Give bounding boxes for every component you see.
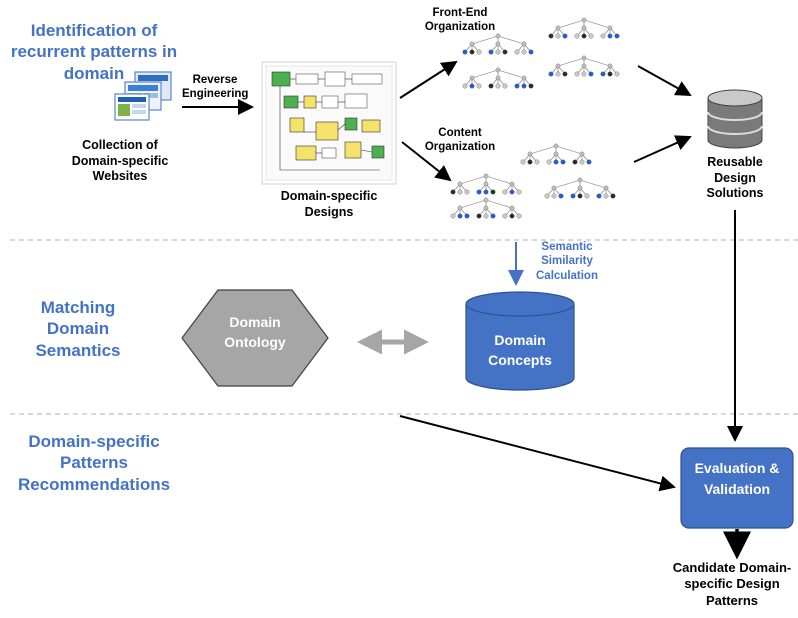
evaluation-box — [680, 447, 794, 529]
front-end-label: Front-End Organization — [424, 7, 496, 34]
reverse-engineering-label: Reverse Engineering — [182, 74, 249, 101]
designs-to-frontend-arrow — [399, 60, 458, 99]
domain-ontology-label: Domain Ontology — [224, 314, 286, 351]
section-identification: Identification of recurrent patterns in … — [10, 21, 178, 83]
tree-thumbnail — [520, 143, 592, 165]
content-organization-label: Content Organization — [424, 127, 496, 154]
tree-thumbnail — [462, 67, 534, 89]
section-matching: Matching Domain Semantics — [35, 298, 121, 360]
content-to-db-arrow — [633, 135, 692, 163]
tree-diagrams — [450, 17, 620, 219]
websites-icon — [114, 71, 172, 121]
frontend-to-db-arrow — [637, 65, 692, 96]
section-recommendations: Domain-specific Patterns Recommendations — [17, 432, 171, 494]
reusable-label: Reusable Design Solutions — [706, 155, 764, 201]
tree-thumbnail — [548, 17, 620, 39]
collection-label: Collection of Domain-specific Websites — [71, 138, 169, 184]
candidate-label: Candidate Domain-specific Design Pattern… — [672, 560, 792, 608]
domain-concepts-cylinder — [465, 291, 575, 391]
domain-concepts-label: Domain Concepts — [488, 332, 552, 369]
designs-to-content-arrow — [401, 141, 452, 182]
database-icon — [707, 89, 763, 149]
domain-ontology-hexagon — [181, 289, 329, 387]
tree-thumbnail — [450, 197, 522, 219]
designs-thumbnail — [261, 61, 397, 185]
domain-specific-designs-label: Domain-specific Designs — [280, 189, 378, 219]
tree-thumbnail — [544, 177, 616, 199]
tree-thumbnail — [548, 55, 620, 77]
matching-to-evaluation-arrow — [399, 415, 676, 492]
evaluation-label: Evaluation & Validation — [694, 460, 780, 497]
tree-thumbnail — [450, 173, 522, 195]
tree-thumbnail — [462, 33, 534, 55]
semantic-similarity-label: Semantic Similarity Calculation — [536, 241, 598, 282]
